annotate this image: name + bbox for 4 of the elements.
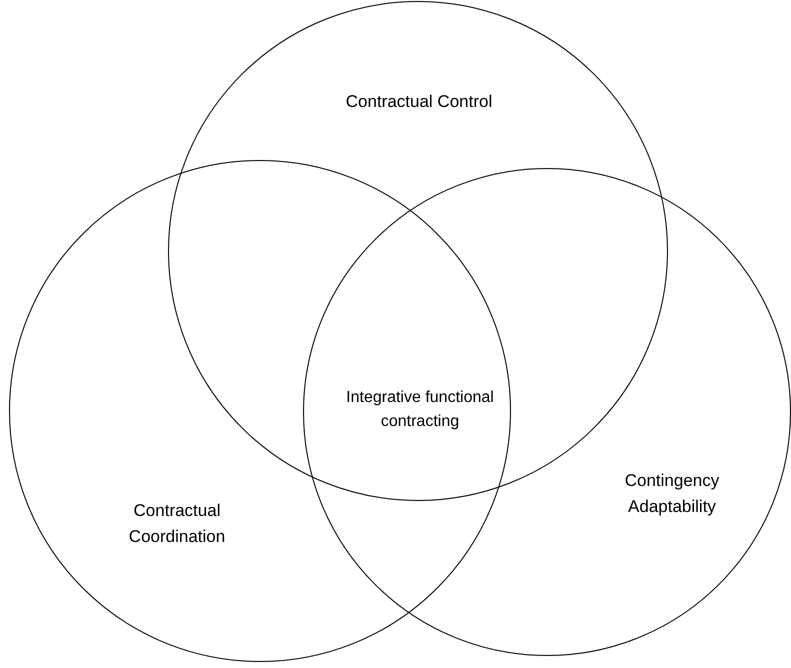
overlap-label: Integrative functional contracting: [345, 388, 495, 432]
circle-label: Contractual Control: [344, 91, 494, 113]
circle-label: Contractual Coordination: [128, 500, 226, 548]
circle-label: Contingency Adaptability: [624, 470, 720, 518]
